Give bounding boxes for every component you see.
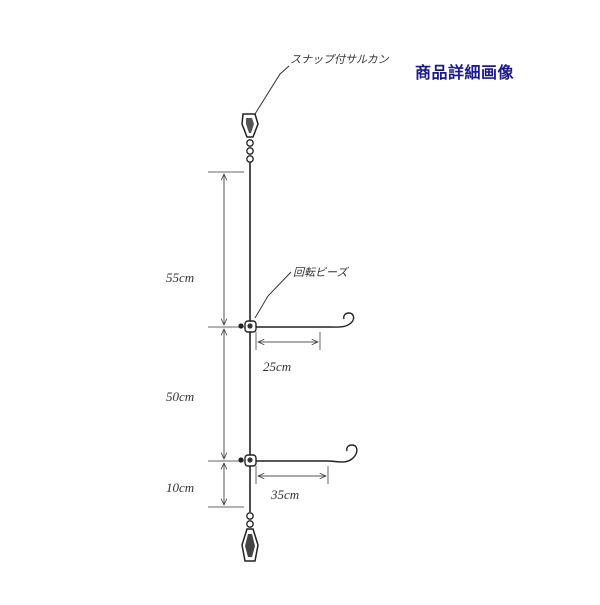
lower-branch <box>238 444 358 467</box>
lower-branch-length-label: 35cm <box>270 487 299 502</box>
lower-segment-label: 10cm <box>166 480 194 495</box>
upper-branch-length-label: 25cm <box>263 359 291 374</box>
upper-branch <box>238 312 355 333</box>
upper-branch-leader <box>256 312 355 328</box>
product-detail-image-label: 商品詳細画像 <box>415 63 515 82</box>
bottom-swivel-clip <box>241 512 259 562</box>
rotating-bead-label: 回転ビーズ <box>293 266 349 279</box>
rotating-bead-leader-line <box>254 271 292 319</box>
snap-swivel-label: スナップ付サルカン <box>290 53 390 66</box>
upper-segment-label: 55cm <box>166 270 194 285</box>
vertical-dimension-guides <box>208 171 244 508</box>
middle-segment-label: 50cm <box>166 389 194 404</box>
lower-branch-leader <box>256 444 358 463</box>
top-snap-swivel <box>241 113 259 163</box>
snap-swivel-leader-line <box>254 65 290 115</box>
